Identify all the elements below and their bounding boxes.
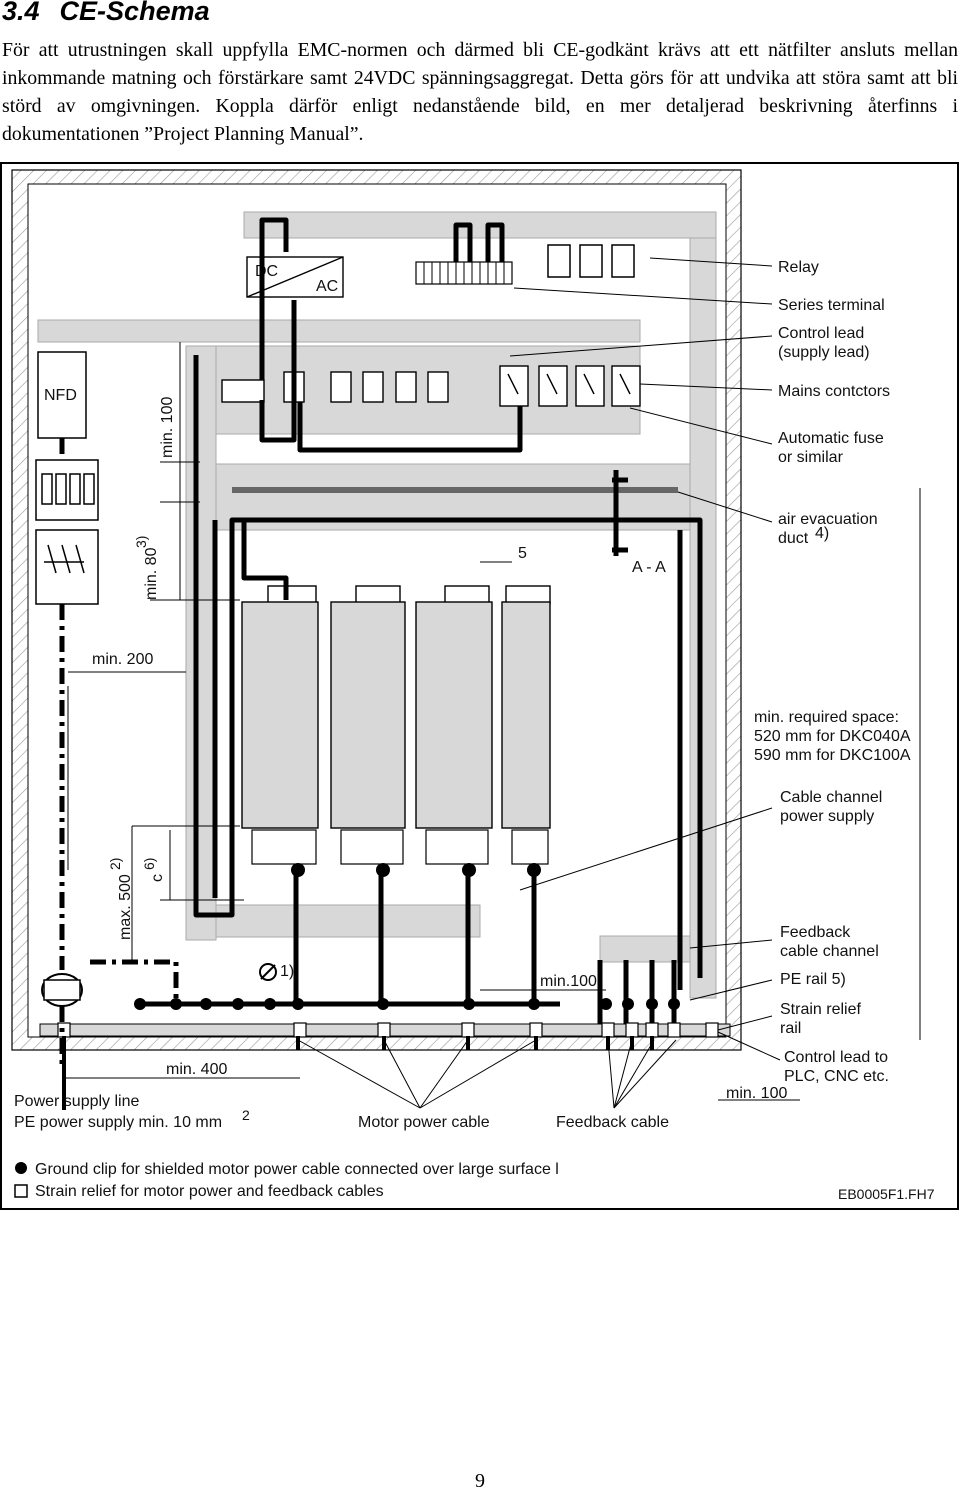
label-min-space-1: min. required space: [754,709,899,726]
drive-connectors [251,829,549,865]
label-gap-5: 5 [518,545,527,562]
contactor-block [35,529,99,605]
note1-symbol [259,963,277,981]
legend-ground-icon [15,1162,27,1174]
label-min80: min. 80 [143,547,160,600]
air-duct [232,487,678,493]
left-vertical-channel [185,345,217,941]
section-number: 3.4 [2,0,40,26]
right-vertical-channel [689,237,717,999]
label-min-space-3: 590 mm for DKC100A [754,747,911,764]
ground-clips [134,863,680,1010]
label-air-1: air evacuation [778,511,878,528]
wiring [140,217,703,1024]
nfd-label: NFD [44,387,77,404]
section-heading: 3.4 CE-Schema [2,0,210,27]
cable-channels [37,211,717,999]
channel-feedback [599,935,691,963]
dc-label: DC [255,263,278,280]
legend-strain-icon [14,1184,28,1198]
label-cable-channel-1: Cable channel [780,789,882,806]
label-air-2: duct [778,530,809,547]
label-max500-note: 2) [107,858,123,870]
upper-channel [37,319,641,343]
ac-label: AC [316,278,338,295]
label-min100-mid: min.100 [540,973,597,990]
label-cable-channel-2: power supply [780,808,874,825]
label-air-note: 4) [815,525,829,542]
label-pe-rail: PE rail 5) [780,971,846,988]
relays [547,244,635,278]
channel-power-supply [215,904,481,938]
label-strain-2: rail [780,1020,801,1037]
label-control-plc-1: Control lead to [784,1049,888,1066]
label-control-plc-2: PLC, CNC etc. [784,1068,889,1085]
figure-code: EB0005F1.FH7 [838,1186,935,1202]
nfd-filter: NFD [37,351,87,439]
section-title: CE-Schema [59,0,210,26]
drive-units [241,585,551,829]
ce-wiring-diagram: DC AC NFD [0,162,959,1210]
label-fuse-2: or similar [778,449,844,466]
legend-strain-text: Strain relief for motor power and feedba… [35,1183,384,1200]
label-feedback-cable: Feedback cable [556,1114,669,1131]
legend-ground-text: Ground clip for shielded motor power cab… [35,1161,559,1178]
label-feedback-channel-1: Feedback [780,924,851,941]
label-min100-right: min. 100 [726,1085,787,1102]
label-c6: c [149,874,166,882]
label-feedback-channel-2: cable channel [780,943,879,960]
section-marker [612,470,628,556]
label-section-aa: A - A [632,559,666,576]
label-min400: min. 400 [166,1061,227,1078]
label-series-terminal: Series terminal [778,297,885,314]
label-fuse-1: Automatic fuse [778,430,884,447]
label-relay: Relay [778,259,819,276]
dimension-lines [66,342,921,1101]
terminal-strip [221,371,449,403]
page-number: 9 [475,1470,485,1492]
label-min-space-2: 520 mm for DKC040A [754,728,911,745]
label-mains-contactors: Mains contctors [778,383,890,400]
label-note1: 1) [280,963,294,980]
power-supply-line [59,438,179,1000]
mains-contactors [499,365,641,407]
label-min100-left: min. 100 [159,397,176,458]
label-pe-supply: PE power supply min. 10 mm [14,1114,222,1131]
label-min80-note: 3) [133,536,149,548]
label-max500: max. 500 [117,874,134,940]
label-motor-cable: Motor power cable [358,1114,490,1131]
label-control-lead-2: (supply lead) [778,344,870,361]
label-c6-note: 6) [141,858,157,870]
label-strain-1: Strain relief [780,1001,861,1018]
series-terminal-top [415,261,513,285]
fuse-block [35,459,99,521]
strain-relief-rail [39,1022,731,1038]
top-channel [243,211,717,239]
figure-frame [0,162,959,1210]
label-min200: min. 200 [92,651,153,668]
label-power-line: Power supply line [14,1093,140,1110]
leader-lines [297,257,781,1109]
label-control-lead-1: Control lead [778,325,864,342]
label-pe-supply-sup: 2 [242,1107,250,1123]
intro-paragraph: För att utrustningen skall uppfylla EMC-… [2,39,958,145]
